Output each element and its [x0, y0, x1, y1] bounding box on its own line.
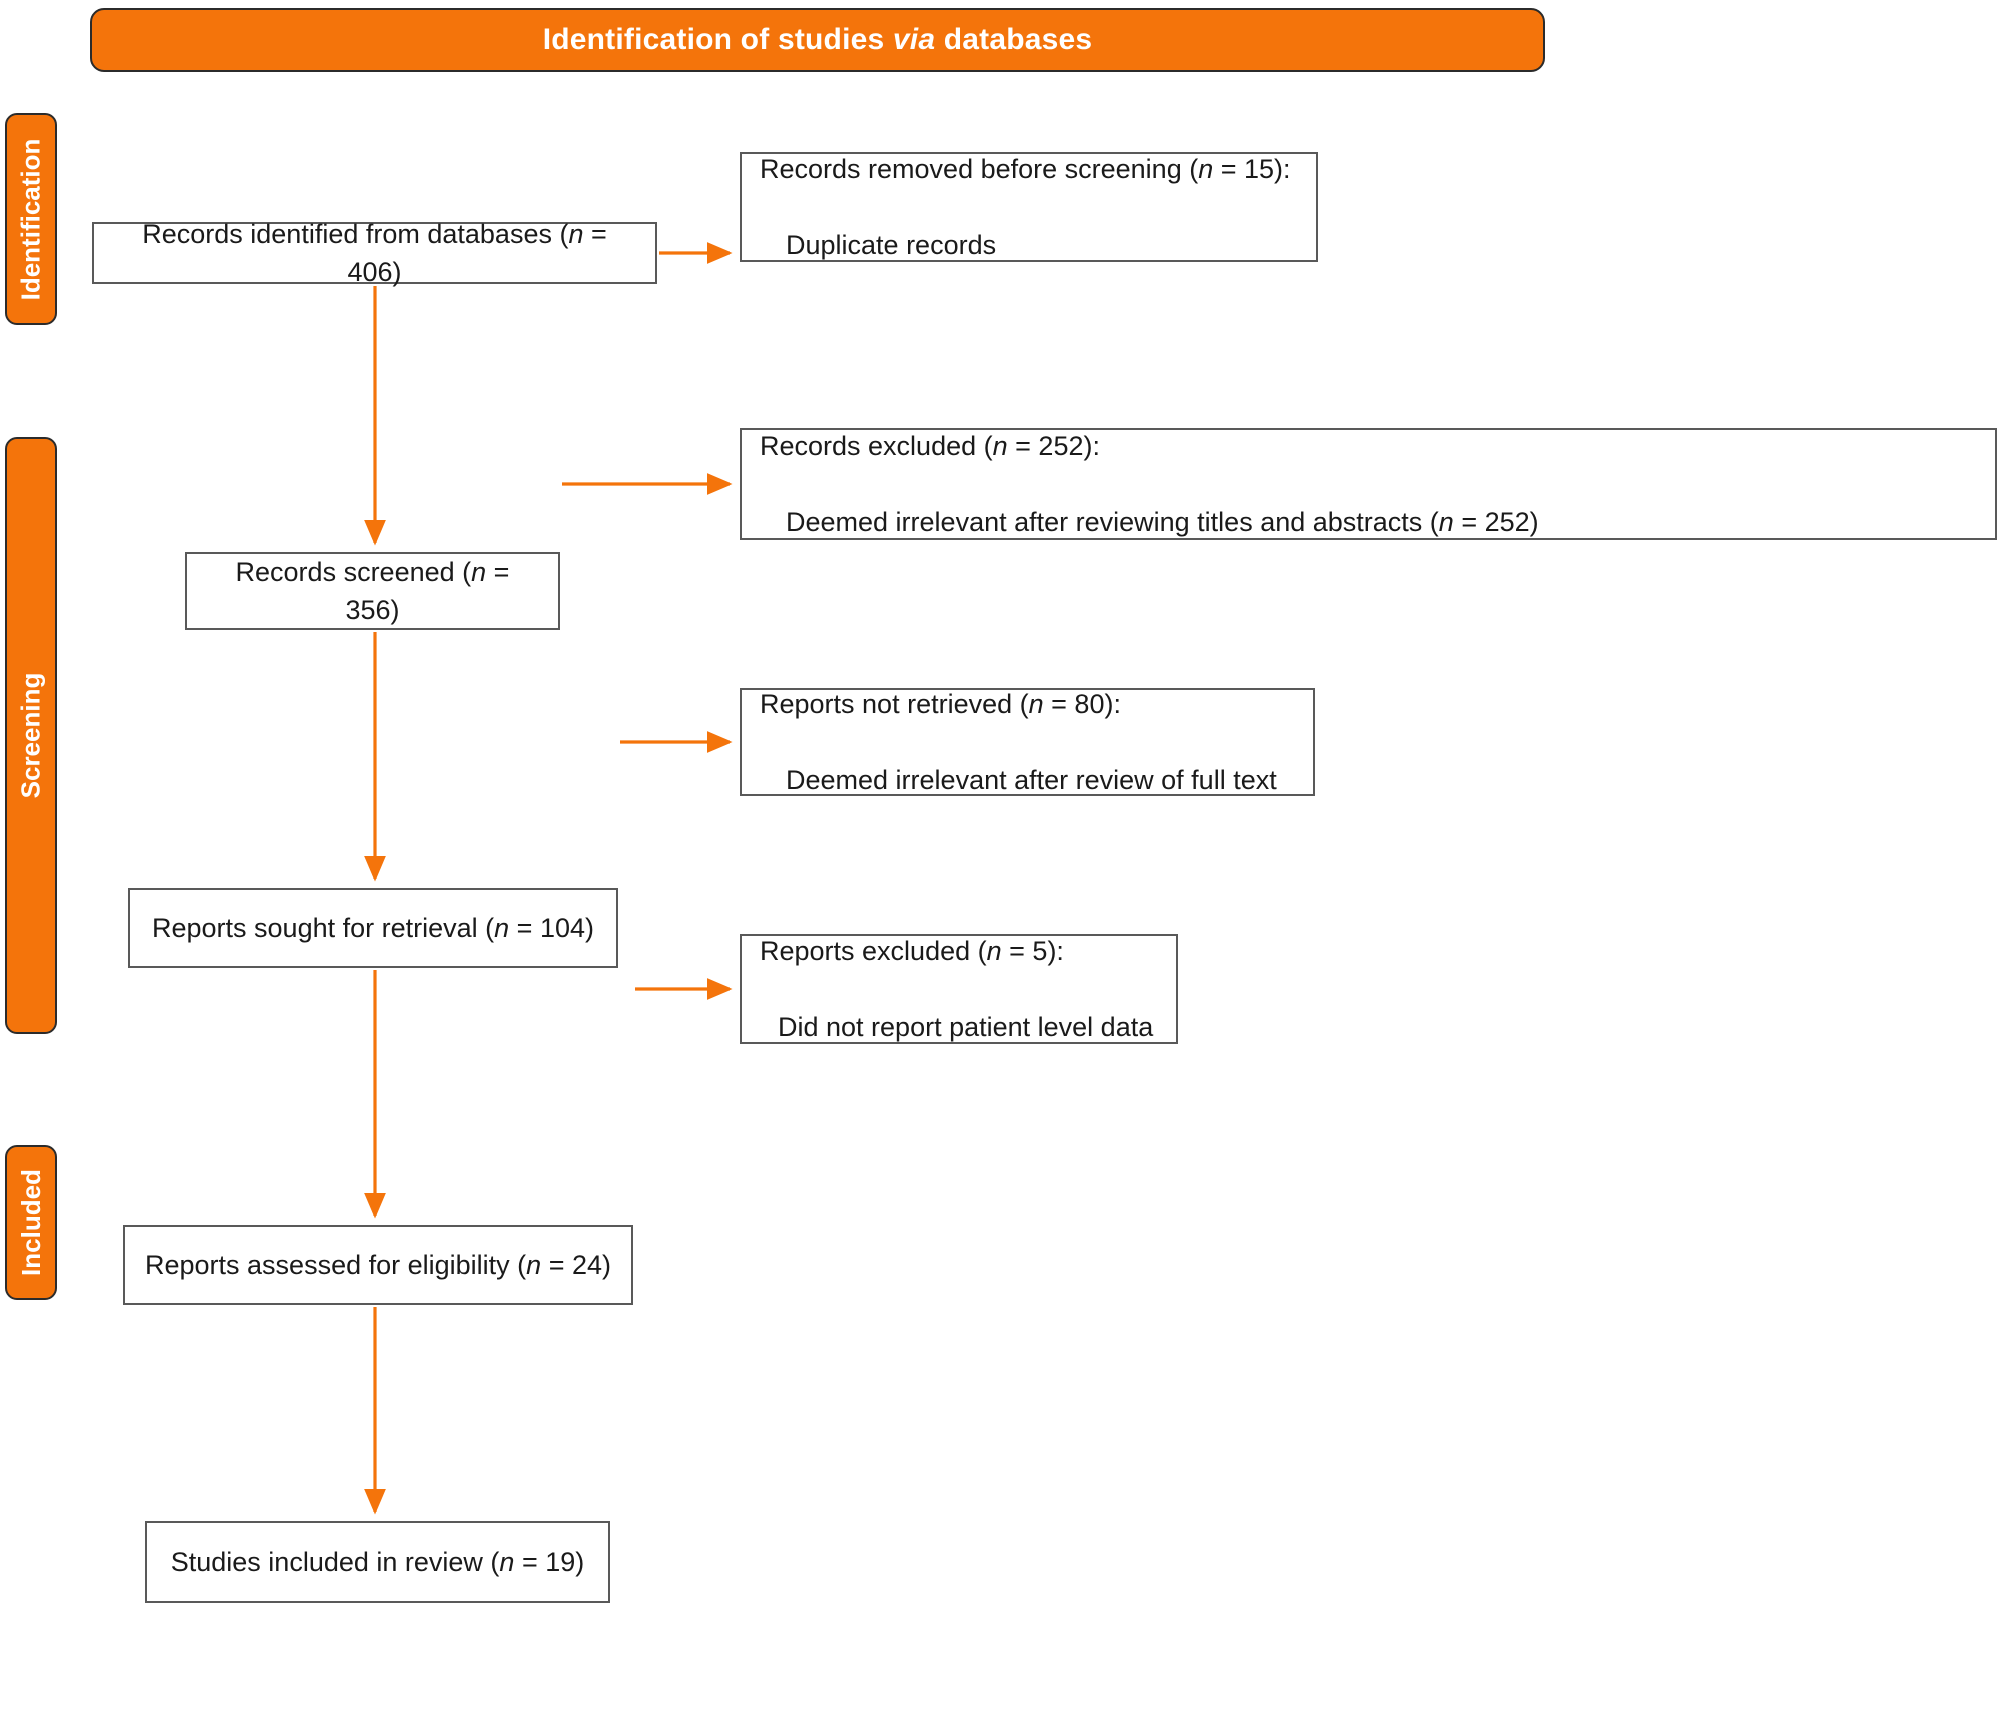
reports-sought-prefix: Reports sought for retrieval ( — [152, 912, 495, 943]
records-removed-line1-prefix: Records removed before screening ( — [760, 153, 1199, 184]
n-italic: n — [1198, 153, 1214, 184]
reports-not-retrieved-line1-suffix: = 80): — [1043, 688, 1121, 719]
box-records-screened: Records screened (n = 356) — [185, 552, 560, 630]
n-italic: n — [471, 556, 487, 587]
n-italic: n — [992, 430, 1008, 461]
box-records-removed: Records removed before screening (n = 15… — [740, 152, 1318, 262]
studies-included-suffix: = 19) — [514, 1546, 585, 1577]
n-italic: n — [494, 912, 510, 943]
records-screened-suffix: = 356) — [345, 556, 510, 625]
reports-not-retrieved-line2: Deemed irrelevant after review of full t… — [786, 765, 1277, 796]
records-excluded-line1-prefix: Records excluded ( — [760, 430, 993, 461]
n-italic: n — [499, 1546, 515, 1577]
records-screened-prefix: Records screened ( — [235, 556, 472, 587]
box-reports-sought: Reports sought for retrieval (n = 104) — [128, 888, 618, 968]
box-records-excluded: Records excluded (n = 252): Deemed irrel… — [740, 428, 1997, 540]
stage-tab-included-label: Included — [15, 1169, 46, 1276]
box-studies-included-text: Studies included in review (n = 19) — [165, 1543, 590, 1581]
n-italic: n — [986, 935, 1002, 966]
box-records-identified-text: Records identified from databases (n = 4… — [112, 215, 637, 292]
records-removed-line1-suffix: = 15): — [1213, 153, 1291, 184]
box-records-identified: Records identified from databases (n = 4… — [92, 219, 657, 287]
box-records-removed-text: Records removed before screening (n = 15… — [760, 150, 1291, 265]
box-reports-excluded: Reports excluded (n = 5): Did not report… — [740, 934, 1178, 1044]
box-studies-included: Studies included in review (n = 19) — [145, 1521, 610, 1603]
n-italic: n — [526, 1249, 542, 1280]
reports-not-retrieved-line1-prefix: Reports not retrieved ( — [760, 688, 1029, 719]
reports-sought-suffix: = 104) — [509, 912, 594, 943]
box-records-screened-text: Records screened (n = 356) — [205, 553, 540, 630]
box-reports-assessed-text: Reports assessed for eligibility (n = 24… — [143, 1246, 613, 1284]
header-banner: Identification of studies via databases — [90, 8, 1545, 72]
stage-tab-identification-label: Identification — [15, 138, 46, 300]
records-removed-line2: Duplicate records — [786, 230, 997, 261]
reports-excluded-line2: Did not report patient level data — [778, 1012, 1154, 1043]
reports-excluded-line1-suffix: = 5): — [1001, 935, 1064, 966]
records-excluded-line2-prefix: Deemed irrelevant after reviewing titles… — [786, 507, 1439, 538]
box-reports-sought-text: Reports sought for retrieval (n = 104) — [148, 909, 598, 947]
page-title-via-italic: via — [892, 23, 936, 56]
records-excluded-line2-suffix: = 252) — [1453, 507, 1539, 538]
n-italic: n — [1438, 507, 1454, 538]
records-excluded-line1-suffix: = 252): — [1007, 430, 1100, 461]
box-records-excluded-text: Records excluded (n = 252): Deemed irrel… — [760, 427, 1539, 542]
reports-assessed-prefix: Reports assessed for eligibility ( — [145, 1249, 527, 1280]
box-reports-excluded-text: Reports excluded (n = 5): Did not report… — [760, 932, 1153, 1047]
n-italic: n — [1028, 688, 1044, 719]
stage-tab-screening: Screening — [5, 437, 57, 1034]
box-reports-not-retrieved: Reports not retrieved (n = 80): Deemed i… — [740, 688, 1315, 796]
page-title: Identification of studies via databases — [543, 23, 1093, 57]
records-identified-suffix: = 406) — [347, 218, 607, 287]
stage-tab-identification: Identification — [5, 113, 57, 325]
page-title-part2: databases — [935, 23, 1093, 56]
box-reports-assessed: Reports assessed for eligibility (n = 24… — [123, 1225, 633, 1305]
studies-included-prefix: Studies included in review ( — [170, 1546, 500, 1577]
reports-assessed-suffix: = 24) — [541, 1249, 611, 1280]
records-identified-prefix: Records identified from databases ( — [142, 218, 569, 249]
stage-tab-included: Included — [5, 1145, 57, 1300]
page-title-part1: Identification of studies — [542, 23, 893, 56]
reports-excluded-line1-prefix: Reports excluded ( — [760, 935, 987, 966]
box-reports-not-retrieved-text: Reports not retrieved (n = 80): Deemed i… — [760, 685, 1277, 800]
stage-tab-screening-label: Screening — [15, 672, 46, 799]
n-italic: n — [568, 218, 584, 249]
